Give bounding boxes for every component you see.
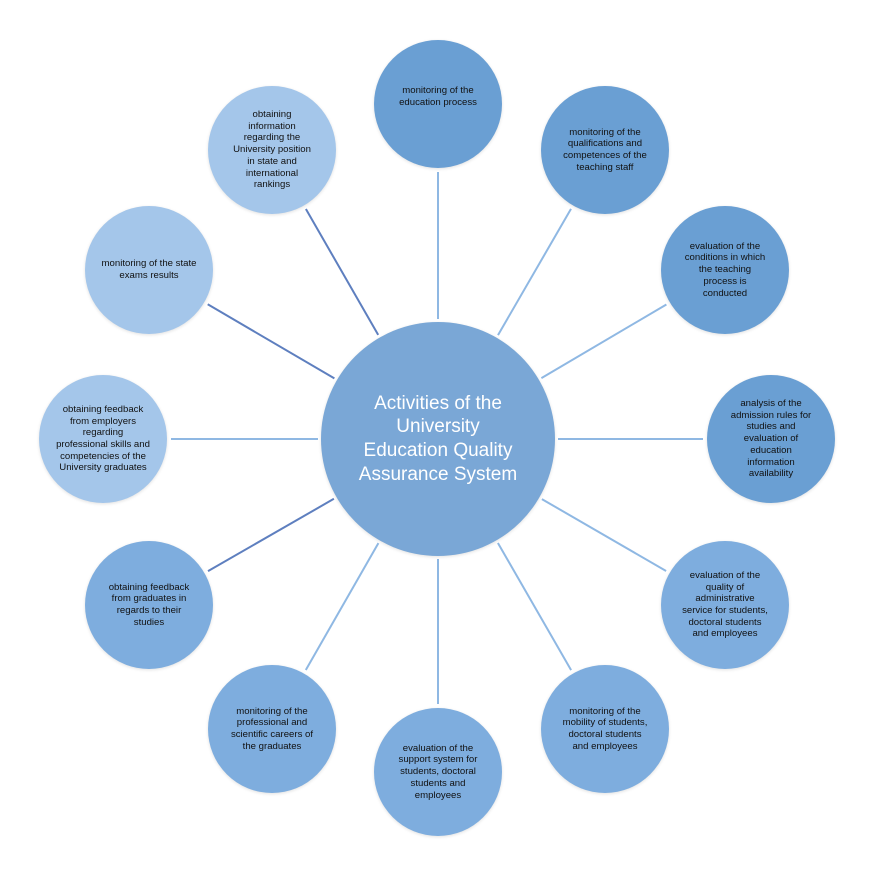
connector-line — [207, 497, 335, 572]
connector-line — [304, 542, 380, 671]
node-label: monitoring of the qualifications and com… — [563, 126, 647, 173]
node-label: evaluation of the conditions in which th… — [684, 240, 766, 299]
connector-line — [305, 208, 380, 336]
node-teaching-staff: monitoring of the qualifications and com… — [541, 86, 669, 214]
node-label: evaluation of the support system for stu… — [398, 742, 478, 801]
node-label: obtaining feedback from graduates in reg… — [108, 581, 190, 628]
node-education-process: monitoring of the education process — [374, 40, 502, 168]
node-support-system: evaluation of the support system for stu… — [374, 708, 502, 836]
node-mobility: monitoring of the mobility of students, … — [541, 665, 669, 793]
connector-line — [207, 303, 335, 380]
node-rankings: obtaining information regarding the Univ… — [208, 86, 336, 214]
node-employers-feedback: obtaining feedback from employers regard… — [39, 375, 167, 503]
node-label: evaluation of the quality of administrat… — [682, 569, 768, 640]
node-label: monitoring of the education process — [399, 85, 477, 108]
node-label: monitoring of the mobility of students, … — [562, 705, 648, 752]
node-graduates-feedback: obtaining feedback from graduates in reg… — [85, 541, 213, 669]
center-label: Activities of the University Education Q… — [358, 392, 518, 485]
connector-line — [541, 498, 667, 572]
node-admission-rules: analysis of the admission rules for stud… — [707, 375, 835, 503]
connector-line — [497, 542, 572, 671]
node-careers: monitoring of the professional and scien… — [208, 665, 336, 793]
node-administrative-service: evaluation of the quality of administrat… — [661, 541, 789, 669]
node-teaching-conditions: evaluation of the conditions in which th… — [661, 206, 789, 334]
connector-line — [540, 303, 667, 379]
node-label: monitoring of the professional and scien… — [230, 705, 314, 752]
node-label: monitoring of the state exams results — [101, 258, 197, 281]
connector-line — [497, 208, 572, 336]
node-state-exams: monitoring of the state exams results — [85, 206, 213, 334]
node-label: obtaining information regarding the Univ… — [233, 109, 311, 191]
center-circle: Activities of the University Education Q… — [321, 322, 555, 556]
node-label: analysis of the admission rules for stud… — [730, 398, 812, 480]
node-label: obtaining feedback from employers regard… — [56, 403, 150, 474]
